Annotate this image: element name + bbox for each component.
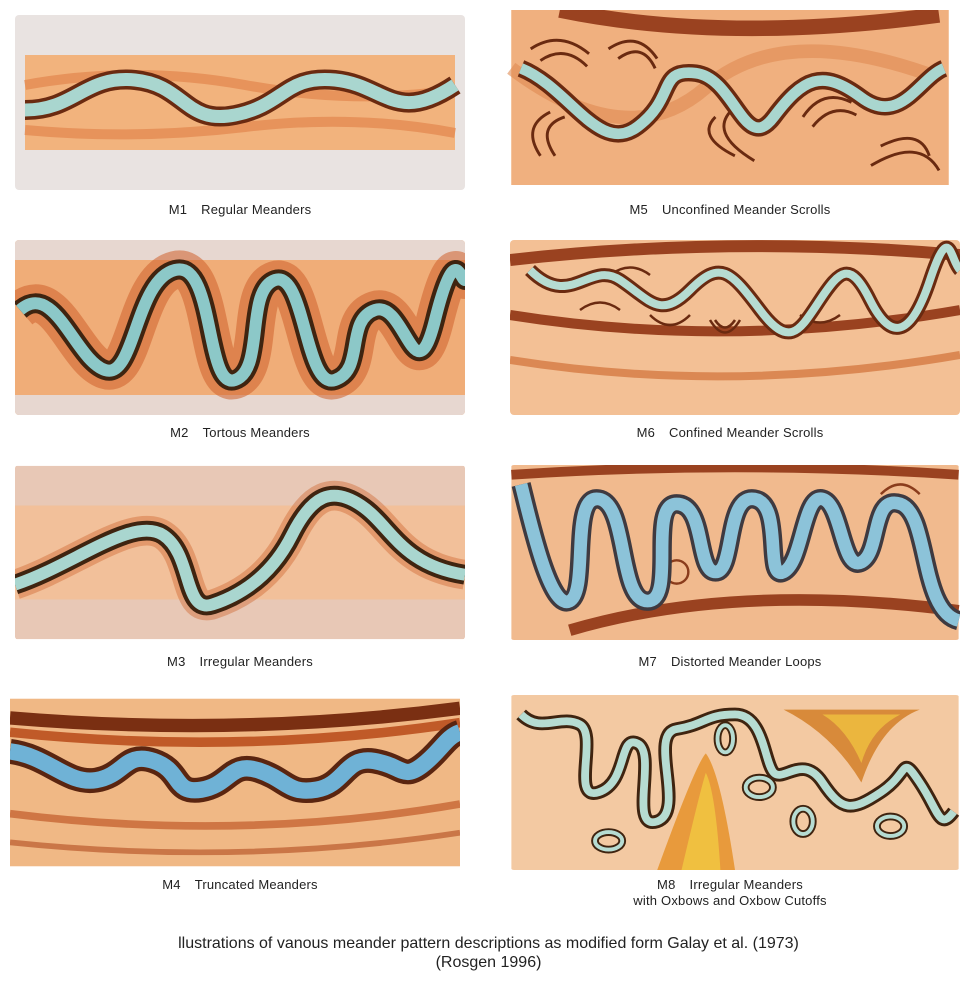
m5-unconfined-meander-scrolls-illustration xyxy=(505,10,955,185)
panel-m3 xyxy=(15,465,465,640)
m7-distorted-meander-loops-illustration xyxy=(510,465,960,640)
panel-code: M7 xyxy=(638,654,656,669)
m6-confined-meander-scrolls-illustration xyxy=(510,240,960,415)
caption-m6: M6 Confined Meander Scrolls xyxy=(495,425,965,440)
caption-m1: M1 Regular Meanders xyxy=(5,202,475,217)
caption-m2: M2 Tortous Meanders xyxy=(5,425,475,440)
panel-code: M3 xyxy=(167,654,185,669)
figure-caption-line2: (Rosgen 1996) xyxy=(0,953,977,972)
panel-code: M5 xyxy=(630,202,648,217)
panel-code: M8 xyxy=(657,877,675,892)
panel-title: Truncated Meanders xyxy=(195,877,318,892)
m8-irregular-meanders-oxbows-illustration xyxy=(510,695,960,870)
panel-code: M4 xyxy=(162,877,180,892)
caption-m7: M7 Distorted Meander Loops xyxy=(495,654,965,669)
panel-m7 xyxy=(510,465,960,640)
panel-title: Tortous Meanders xyxy=(203,425,310,440)
panel-title-line2: with Oxbows and Oxbow Cutoffs xyxy=(495,893,965,909)
caption-m8: M8 Irregular Meanders with Oxbows and Oxb… xyxy=(495,877,965,909)
panel-title: Unconfined Meander Scrolls xyxy=(662,202,831,217)
panel-title: Confined Meander Scrolls xyxy=(669,425,823,440)
m2-tortous-meanders-illustration xyxy=(15,240,465,415)
panel-code: M1 xyxy=(169,202,187,217)
panel-code: M2 xyxy=(170,425,188,440)
panel-title: Regular Meanders xyxy=(201,202,311,217)
figure-caption-line1: llustrations of vanous meander pattern d… xyxy=(0,934,977,953)
m3-irregular-meanders-illustration xyxy=(15,465,465,640)
panel-code: M6 xyxy=(637,425,655,440)
panel-m5 xyxy=(505,10,955,185)
m1-regular-meanders-illustration xyxy=(15,15,465,190)
caption-m3: M3 Irregular Meanders xyxy=(5,654,475,669)
caption-m5: M5 Unconfined Meander Scrolls xyxy=(495,202,965,217)
m4-truncated-meanders-illustration xyxy=(10,695,460,870)
panel-m6 xyxy=(510,240,960,415)
panel-title: Irregular Meanders xyxy=(690,877,803,892)
panel-m1 xyxy=(15,15,465,190)
figure-caption: llustrations of vanous meander pattern d… xyxy=(0,934,977,972)
panel-m2 xyxy=(15,240,465,415)
panel-m4 xyxy=(10,695,460,870)
panel-m8 xyxy=(510,695,960,870)
panel-title: Distorted Meander Loops xyxy=(671,654,822,669)
panel-title: Irregular Meanders xyxy=(200,654,313,669)
caption-m4: M4 Truncated Meanders xyxy=(5,877,475,892)
